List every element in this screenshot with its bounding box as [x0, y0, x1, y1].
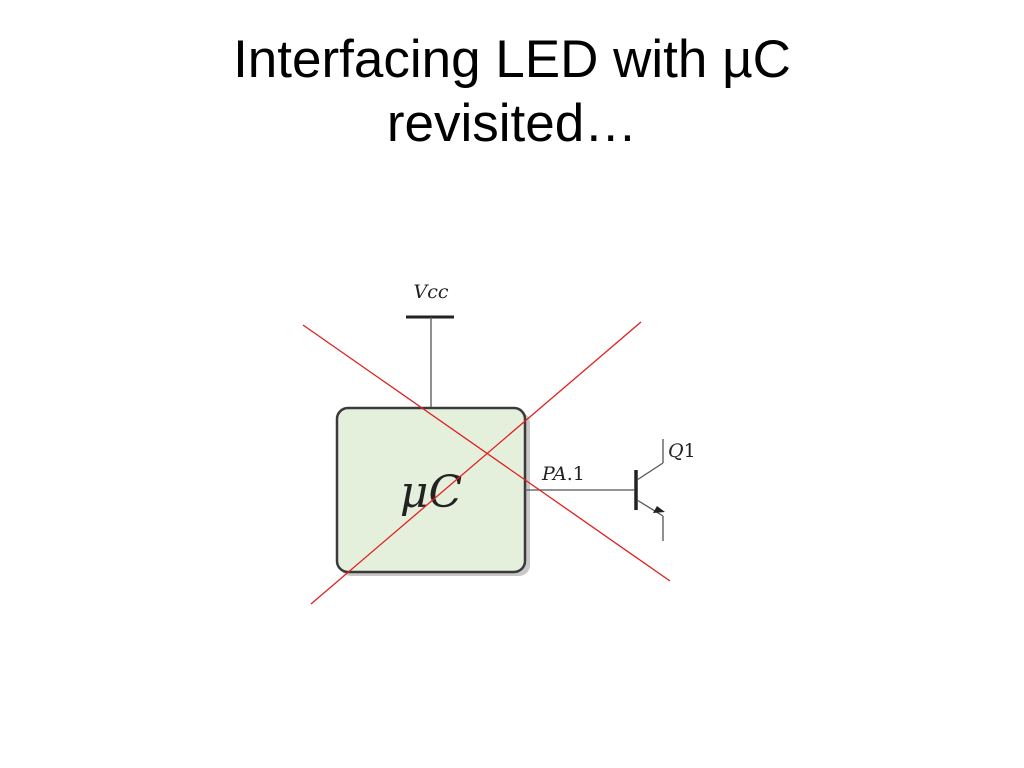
microcontroller-label-c: C [428, 467, 462, 518]
transistor-emitter-arrow [653, 506, 665, 513]
q1-label-number: 1 [684, 440, 696, 462]
cross-out-line-2 [310, 321, 642, 605]
pa1-label: PA.1 [541, 463, 585, 485]
pa1-label-number: .1 [567, 463, 585, 485]
vcc-label: Vcc [413, 281, 448, 303]
pa1-label-italic: PA [541, 463, 567, 485]
transistor-emitter [636, 499, 664, 517]
microcontroller-label-mu: μ [400, 467, 429, 518]
slide-title: Interfacing LED with µC revisited… [0, 28, 1024, 156]
microcontroller-label: μC [400, 467, 462, 518]
slide-title-line-1: Interfacing LED with µC [233, 30, 791, 89]
transistor-q1 [634, 439, 665, 541]
q1-label: Q1 [668, 440, 696, 462]
q1-label-italic: Q [668, 440, 684, 462]
cross-out-line-1 [302, 324, 671, 582]
slide-title-line-2: revisited… [386, 94, 638, 153]
transistor-collector [636, 462, 664, 481]
